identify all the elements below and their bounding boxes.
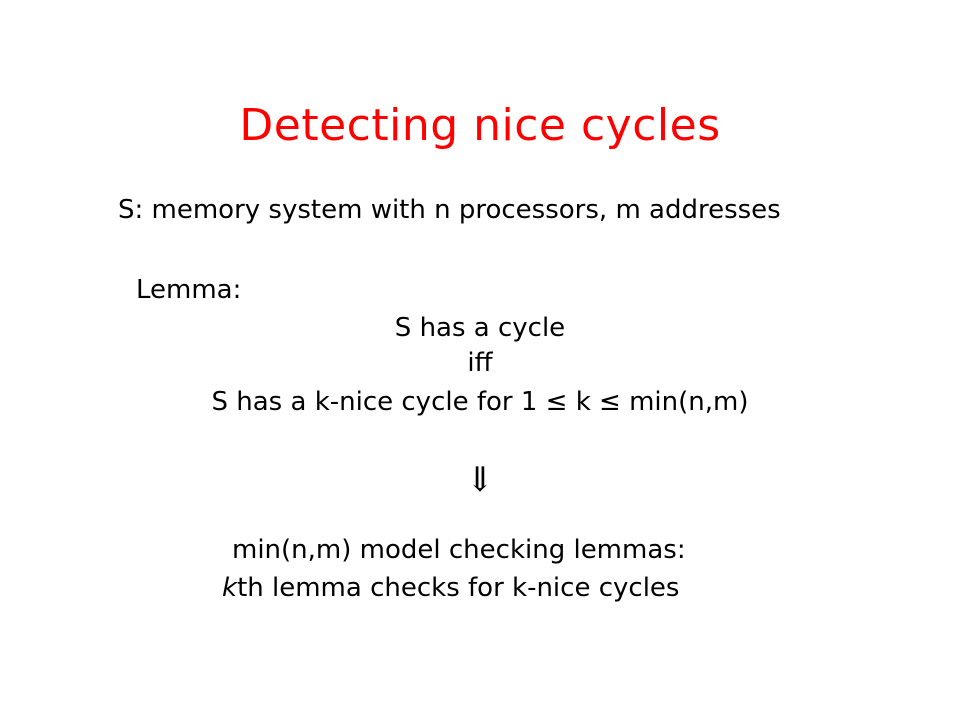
system-definition: S: memory system with n processors, m ad… [118,195,781,225]
lemma-line-2: iff [467,348,493,378]
slide-title: Detecting nice cycles [239,100,721,151]
implies-arrow-icon: ⇓ [465,460,495,500]
lemma-line-3: S has a k-nice cycle for 1 ≤ k ≤ min(n,m… [211,387,749,417]
conclusion-line-2-text: th lemma checks for k-nice cycles [237,573,680,603]
conclusion-line-2: kth lemma checks for k-nice cycles [222,570,679,606]
lemma-label: Lemma: [136,275,242,305]
conclusion-line-1: min(n,m) model checking lemmas: [232,535,686,565]
lemma-line-1: S has a cycle [394,313,566,343]
conclusion-k-variable: k [222,573,238,603]
